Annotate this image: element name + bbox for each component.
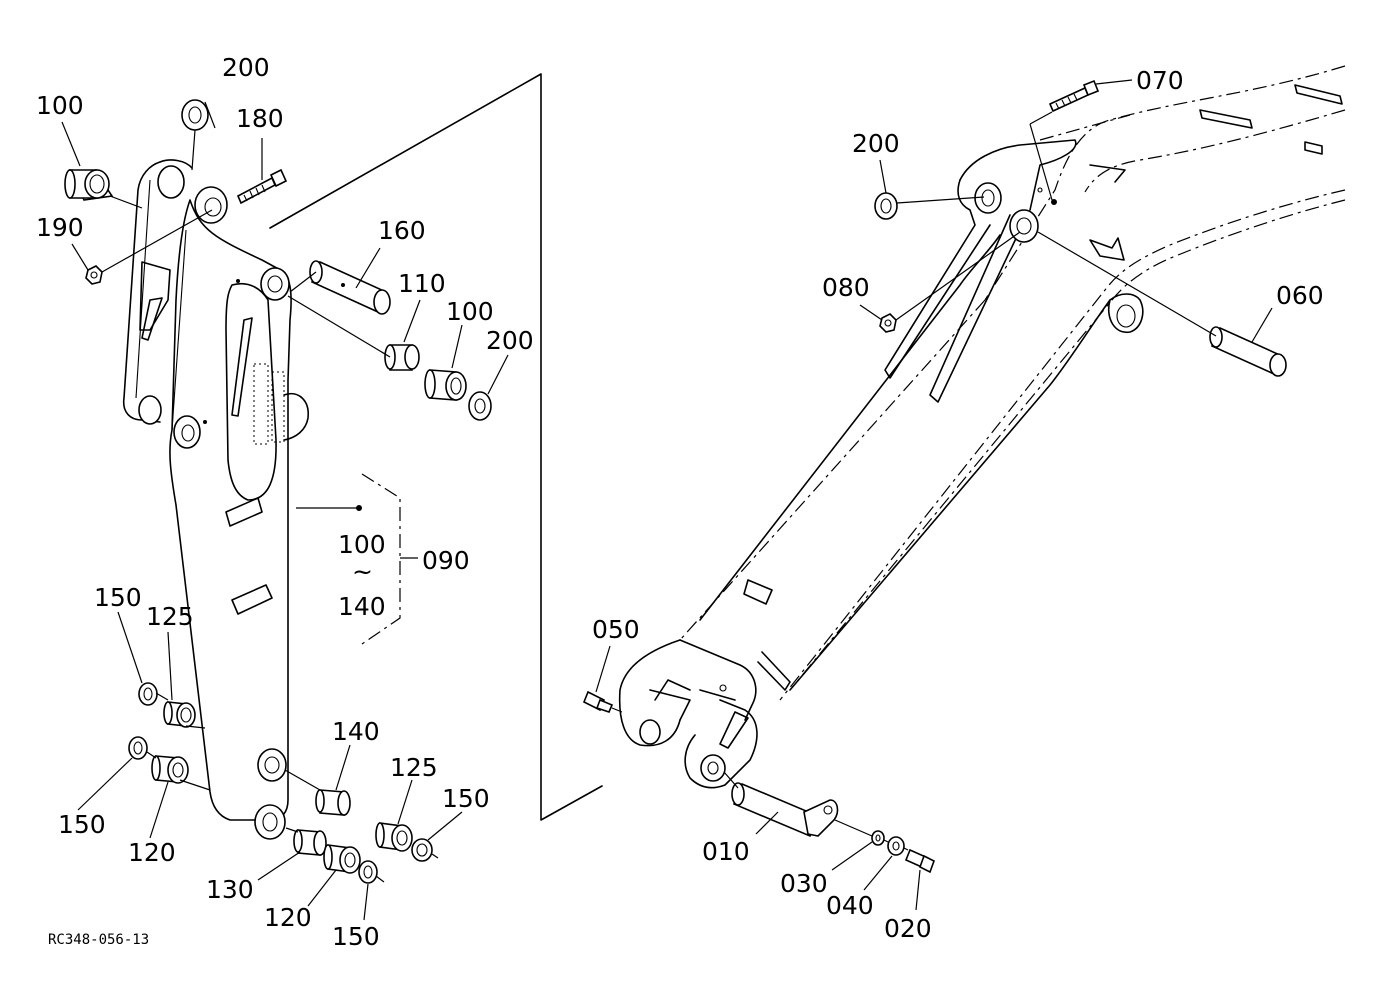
- callout-090: 090: [422, 546, 470, 575]
- pin-160: [309, 260, 391, 315]
- left-assembly-lines: [101, 195, 439, 883]
- arm-detail: [122, 159, 309, 840]
- bushing-100-mid: [424, 369, 467, 401]
- callout-100-top: 100: [36, 91, 84, 120]
- callout-190: 190: [36, 213, 84, 242]
- leader-lines: [61, 79, 1273, 921]
- callout-080: 080: [822, 273, 870, 302]
- callout-labels: 200 100 180 190 160 110 100 200 100 ~ 14…: [36, 53, 1324, 951]
- callout-125-a: 125: [146, 602, 194, 631]
- exploded-view-frame: [269, 73, 603, 821]
- callout-090-range-from: 100: [338, 530, 386, 559]
- bushing-100-top: [64, 169, 114, 201]
- collar-140: [315, 789, 351, 816]
- callout-010: 010: [702, 837, 750, 866]
- callout-100-mid: 100: [446, 297, 494, 326]
- callout-060: 060: [1276, 281, 1324, 310]
- callout-120-b: 120: [264, 903, 312, 932]
- callout-180: 180: [236, 104, 284, 133]
- callout-040: 040: [826, 891, 874, 920]
- nut-080: [879, 313, 897, 333]
- callout-200-mid: 200: [486, 326, 534, 355]
- right-parts: [582, 79, 1287, 874]
- washer-030: [871, 830, 885, 846]
- bushing-120-a: [151, 755, 189, 784]
- bolt-070: [1048, 79, 1100, 113]
- callout-070: 070: [1136, 66, 1184, 95]
- callout-150-c: 150: [442, 784, 490, 813]
- pin-010: [731, 782, 839, 838]
- callout-090-range-to: 140: [338, 592, 386, 621]
- seal-150-a: [138, 682, 158, 706]
- callout-200-right: 200: [852, 129, 900, 158]
- seal-150-d: [358, 860, 378, 884]
- callout-150-a: 150: [94, 583, 142, 612]
- callout-130: 130: [206, 875, 254, 904]
- bushing-110: [384, 344, 420, 371]
- collar-130: [293, 829, 327, 856]
- callout-120-a: 120: [128, 838, 176, 867]
- right-assembly-lines: [611, 111, 1217, 851]
- bushing-125-b: [375, 822, 413, 852]
- nut-190: [85, 265, 103, 285]
- washer-040: [887, 836, 905, 856]
- boom-assembly: [618, 65, 1346, 789]
- document-id: RC348-056-13: [48, 932, 149, 948]
- bolt-180: [236, 168, 288, 205]
- seal-150-c: [411, 838, 433, 862]
- callout-140: 140: [332, 717, 380, 746]
- callout-030: 030: [780, 869, 828, 898]
- bushing-125-a: [163, 701, 196, 728]
- callout-020: 020: [884, 914, 932, 943]
- callout-125-b: 125: [390, 753, 438, 782]
- pin-060: [1209, 326, 1287, 377]
- grease-nipple-050: [582, 690, 614, 713]
- callout-090-range-tilde: ~: [352, 557, 373, 586]
- callout-200-top: 200: [222, 53, 270, 82]
- washer-200-right: [874, 192, 898, 220]
- callout-150-b: 150: [58, 810, 106, 839]
- callout-050: 050: [592, 615, 640, 644]
- bushing-120-b: [323, 844, 361, 874]
- left-parts: [64, 99, 492, 884]
- washer-200-top: [181, 99, 209, 131]
- seal-150-b: [128, 736, 148, 760]
- washer-200-mid: [468, 391, 492, 421]
- bolt-020: [904, 848, 935, 874]
- callout-160: 160: [378, 216, 426, 245]
- callout-150-d: 150: [332, 922, 380, 951]
- callout-110: 110: [398, 269, 446, 298]
